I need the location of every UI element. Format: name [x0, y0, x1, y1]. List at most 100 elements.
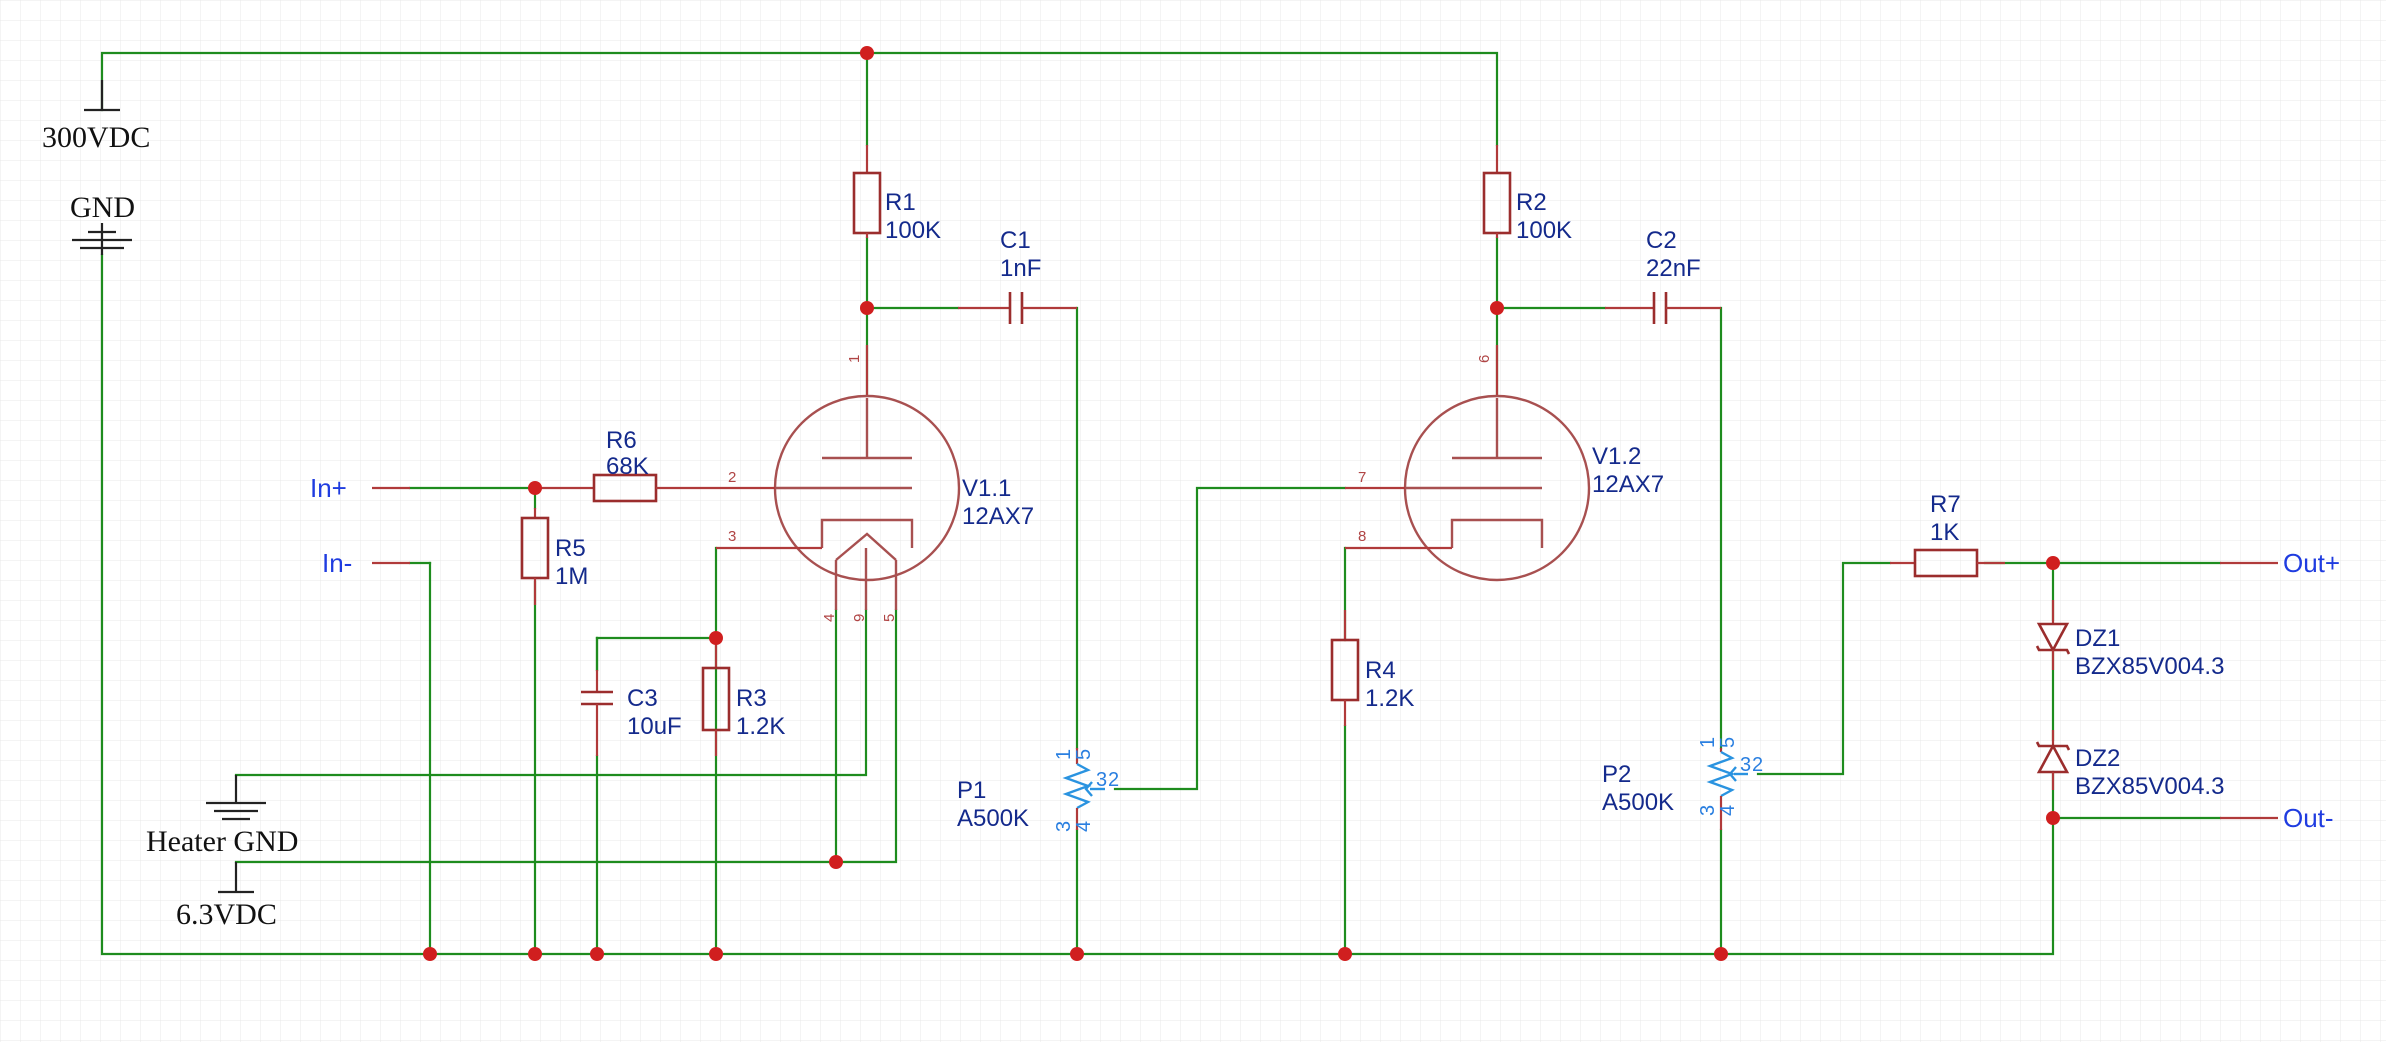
c3-ref: C3 [627, 685, 658, 712]
v12-value: 12AX7 [1592, 471, 1664, 498]
resistor-r2: R2 100K [1482, 145, 1572, 244]
v11-pin-4: 4 [821, 614, 838, 622]
r6-ref: R6 [606, 427, 637, 454]
v11-pin-5: 5 [881, 614, 898, 622]
p2-pin-3b: 3 [1697, 805, 1719, 816]
r4-value: 1.2K [1365, 685, 1414, 712]
resistor-r3: R3 1.2K [701, 638, 785, 756]
heater-gnd-symbol: Heater GND [146, 775, 298, 858]
p2-pin-1: 1 [1697, 737, 1719, 748]
capacitor-c3: C3 10uF [581, 636, 682, 756]
r2-ref: R2 [1516, 189, 1547, 216]
p2-pin-4: 4 [1717, 805, 1739, 816]
r3-ref: R3 [736, 685, 767, 712]
r5-ref: R5 [555, 535, 586, 562]
junction-dot [860, 46, 874, 60]
v11-value: 12AX7 [962, 503, 1034, 530]
resistor-r7: R7 1K [1890, 491, 2005, 578]
net-in-minus: In- [322, 548, 352, 578]
p2-ref: P2 [1602, 761, 1631, 788]
dz1-value: BZX85V004.3 [2075, 653, 2224, 680]
v12-ref: V1.2 [1592, 443, 1641, 470]
r3-value: 1.2K [736, 713, 785, 740]
potentiometer-p1: 1 5 3 2 3 4 P1 A500K [957, 748, 1119, 832]
junction-dot [1070, 947, 1084, 961]
resistor-r1: R1 100K [852, 145, 941, 244]
p1-pin-4: 4 [1073, 821, 1095, 832]
junction-dot [829, 855, 843, 869]
c1-value: 1nF [1000, 255, 1041, 282]
capacitor-c2: C2 22nF [1605, 227, 1721, 324]
net-in-plus: In+ [310, 473, 347, 503]
junctions [423, 46, 2060, 961]
p1-value: A500K [957, 805, 1029, 832]
heater-6v3-symbol: 6.3VDC [176, 862, 277, 931]
resistor-r6: R6 68K [535, 427, 688, 503]
net-out-plus: Out+ [2283, 548, 2340, 578]
c2-ref: C2 [1646, 227, 1677, 254]
junction-dot [709, 631, 723, 645]
heater-gnd-label: Heater GND [146, 825, 298, 858]
zener-dz2: DZ2 BZX85V004.3 [2035, 730, 2224, 800]
r6-value: 68K [606, 453, 649, 480]
ground-symbol: GND [70, 191, 135, 255]
r4-ref: R4 [1365, 657, 1396, 684]
v12-pin-8: 8 [1358, 528, 1366, 545]
p2-pin-2: 2 [1752, 754, 1763, 776]
r7-value: 1K [1930, 519, 1959, 546]
power-300v-symbol: 300VDC [42, 80, 150, 154]
potentiometer-p2: 1 5 3 2 3 4 P2 A500K [1602, 737, 1763, 830]
zener-dz1: DZ1 BZX85V004.3 [2035, 600, 2224, 680]
dz1-ref: DZ1 [2075, 625, 2120, 652]
junction-dot [2046, 811, 2060, 825]
p2-pin-3: 3 [1740, 754, 1751, 776]
v11-ref: V1.1 [962, 475, 1011, 502]
r5-value: 1M [555, 563, 588, 590]
tube-v1-2: 6 7 8 V1.2 12AX7 [1345, 345, 1664, 582]
v11-pin-1: 1 [846, 355, 863, 363]
v11-pin-9: 9 [851, 614, 868, 622]
v11-pin-2: 2 [728, 469, 736, 486]
v11-pin-3: 3 [728, 528, 736, 545]
net-labels: In+ In- Out+ Out- [310, 473, 2340, 833]
r1-ref: R1 [885, 189, 916, 216]
junction-dot [709, 947, 723, 961]
junction-dot [423, 947, 437, 961]
junction-dot [528, 481, 542, 495]
p1-pin-3b: 3 [1053, 821, 1075, 832]
ground-label: GND [70, 191, 135, 224]
net-out-minus: Out- [2283, 803, 2334, 833]
junction-dot [2046, 556, 2060, 570]
c1-ref: C1 [1000, 227, 1031, 254]
dz2-value: BZX85V004.3 [2075, 773, 2224, 800]
tube-v1-1: 1 2 3 4 9 5 V1.1 12AX7 [688, 345, 1034, 622]
c2-value: 22nF [1646, 255, 1701, 282]
p1-pin-3: 3 [1096, 769, 1107, 791]
power-300v-label: 300VDC [42, 121, 150, 154]
resistor-r4: R4 1.2K [1330, 610, 1414, 726]
r2-value: 100K [1516, 217, 1572, 244]
junction-dot [860, 301, 874, 315]
v12-pin-6: 6 [1476, 355, 1493, 363]
v12-pin-7: 7 [1358, 469, 1366, 486]
junction-dot [1338, 947, 1352, 961]
resistor-r5: R5 1M [520, 508, 588, 605]
c3-value: 10uF [627, 713, 682, 740]
p2-pin-5: 5 [1717, 737, 1739, 748]
junction-dot [590, 947, 604, 961]
dz2-ref: DZ2 [2075, 745, 2120, 772]
r1-value: 100K [885, 217, 941, 244]
r7-ref: R7 [1930, 491, 1961, 518]
p1-pin-2: 2 [1108, 769, 1119, 791]
p1-pin-5: 5 [1073, 749, 1095, 760]
junction-dot [1714, 947, 1728, 961]
capacitor-c1: C1 1nF [958, 227, 1077, 324]
p1-pin-1: 1 [1053, 749, 1075, 760]
p2-value: A500K [1602, 789, 1674, 816]
heater-6v3-label: 6.3VDC [176, 898, 277, 931]
junction-dot [528, 947, 542, 961]
p1-ref: P1 [957, 777, 986, 804]
junction-dot [1490, 301, 1504, 315]
